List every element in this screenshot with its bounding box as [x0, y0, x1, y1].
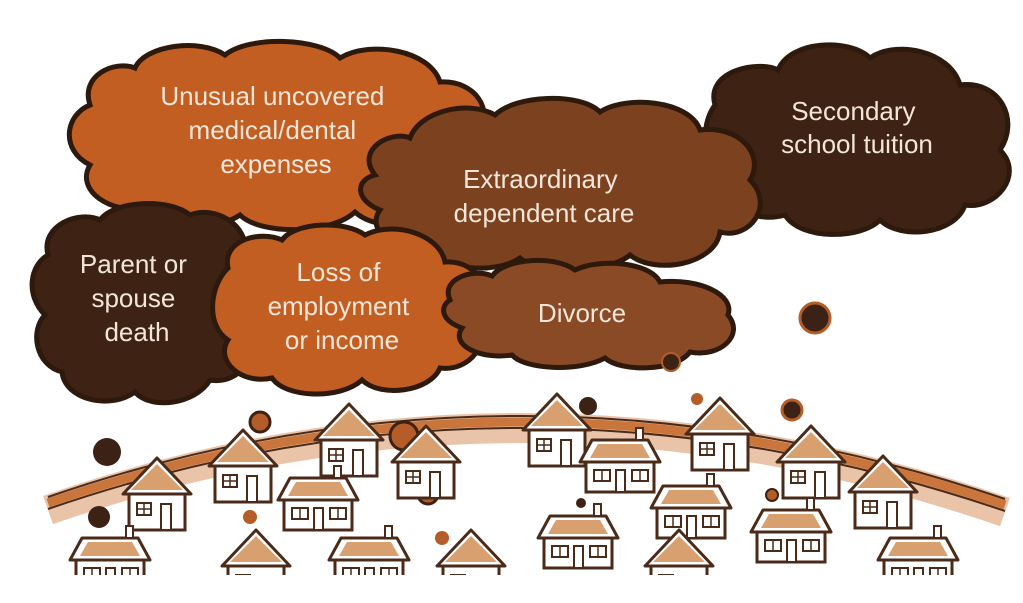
cloud-text-line: expenses [220, 149, 331, 179]
cloud-divorce: Divorce [441, 257, 736, 371]
cloud-text-line: Unusual uncovered [160, 81, 384, 111]
bottom-crop [0, 575, 1023, 603]
cloud-label-secondary-school-tuition: Secondary school tuition [781, 96, 933, 159]
cloud-label-parent-spouse-death: Parent or spouse death [80, 249, 194, 347]
cloud-parent-spouse-death: Parent or spouse death [29, 201, 265, 406]
cloud-text-line: Secondary [791, 96, 915, 126]
cloud-text-line: Parent or [80, 249, 187, 279]
cloud-label-divorce: Divorce [538, 298, 626, 328]
cloud-label-extraordinary-dependent-care: Extraordinary dependent care [454, 164, 635, 228]
cloud-text-line: Extraordinary [463, 164, 618, 194]
cloud-extraordinary-dependent-care: Extraordinary dependent care [358, 96, 763, 273]
cloud-secondary-school-tuition: Secondary school tuition [703, 42, 1012, 237]
cloud-text-line: death [104, 317, 169, 347]
cloud-text-line: or income [285, 325, 399, 355]
cloud-text-line: employment [268, 291, 410, 321]
cloud-label-medical-dental-expenses: Unusual uncovered medical/dental expense… [160, 81, 391, 179]
cloud-text-line: dependent care [454, 198, 635, 228]
cloud-text-line: school tuition [781, 129, 933, 159]
cloud-text-line: medical/dental [189, 115, 357, 145]
cloud-text-line: spouse [91, 283, 175, 313]
cloud-label-loss-of-employment: Loss of employment or income [268, 257, 417, 355]
cloud-text-line: Divorce [538, 298, 626, 328]
cloud-text-line: Loss of [296, 257, 381, 287]
